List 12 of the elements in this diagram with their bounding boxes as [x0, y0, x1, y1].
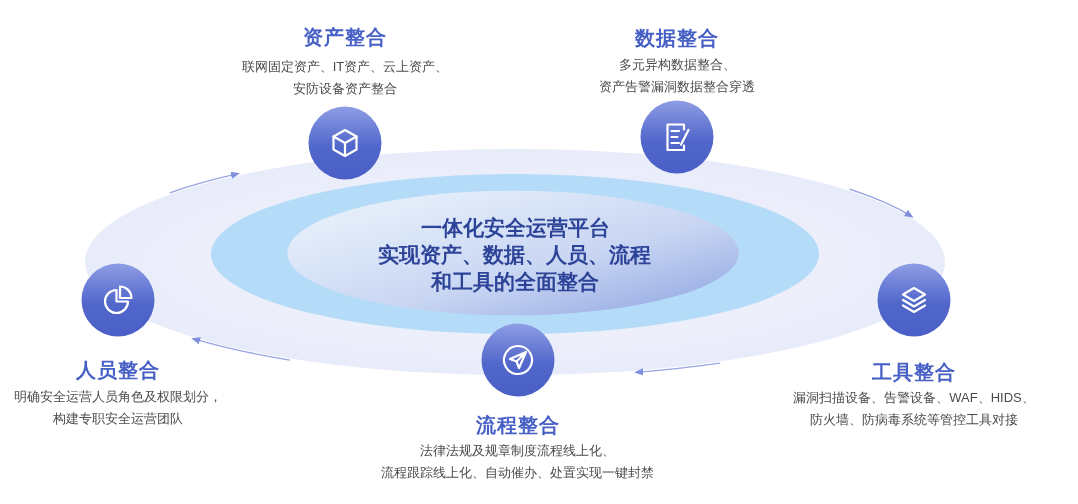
node-description: 明确安全运营人员角色及权限划分，构建专职安全运营团队 [13, 388, 223, 428]
platform-tagline: 实现资产、数据、人员、流程和工具的全面整合 [377, 242, 653, 295]
node-description: 联网固定资产、IT资产、云上资产、安防设备资产整合 [240, 58, 450, 98]
node-description: 法律法规及规章制度流程线上化、流程跟踪线上化、自动催办、处置实现一键封禁 [380, 442, 656, 482]
node-title: 流程整合 [476, 413, 560, 437]
node-title: 人员整合 [76, 358, 160, 382]
node-title: 资产整合 [303, 25, 387, 49]
platform-title: 一体化安全运营平台 [420, 215, 610, 241]
node-description: 漏洞扫描设备、告警设备、WAF、HIDS、防火墙、防病毒系统等管控工具对接 [792, 389, 1036, 429]
node-title: 数据整合 [635, 26, 719, 50]
node-description: 多元异构数据整合、资产告警漏洞数据整合穿透 [598, 56, 756, 96]
node-title: 工具整合 [872, 360, 956, 384]
